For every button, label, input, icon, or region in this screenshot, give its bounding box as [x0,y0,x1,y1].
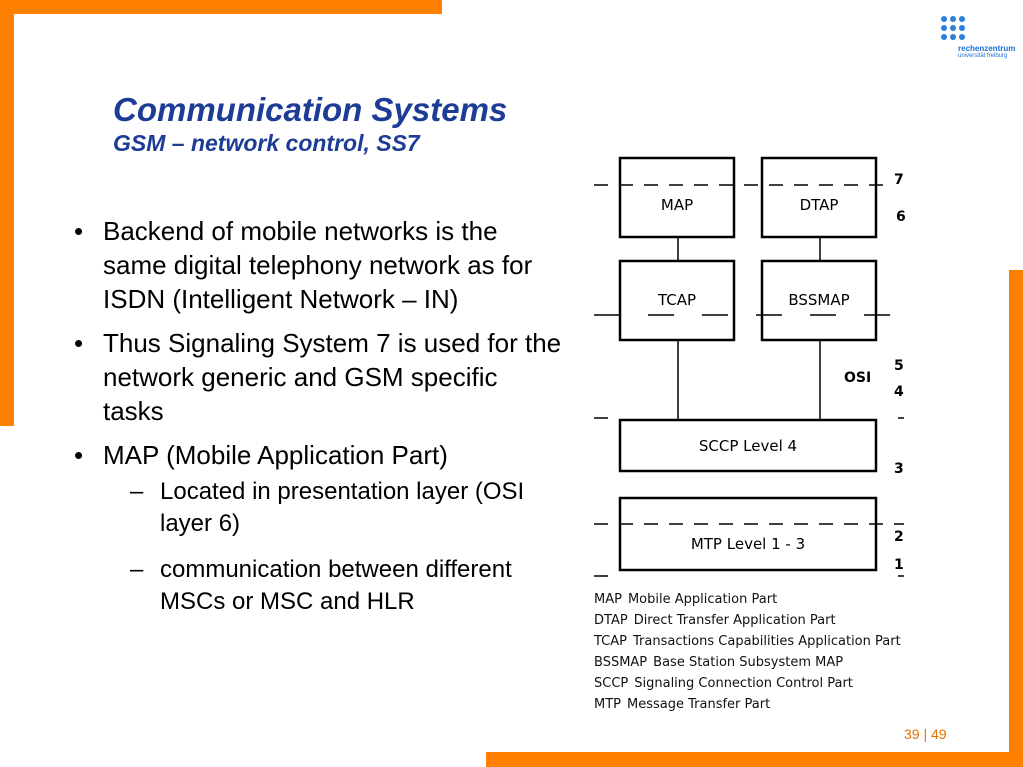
bullet-text: MAP (Mobile Application Part) [103,440,448,470]
slide-title: Communication Systems GSM – network cont… [113,90,507,156]
legend-item: DTAP Direct Transfer Application Part [594,610,901,631]
legend-abbr: DTAP [594,613,628,628]
left-accent-bar [0,0,14,426]
layer-number-5: 5 [894,358,904,374]
page-total: 49 [931,726,947,742]
sub-bullet-marker: – [130,556,144,583]
layer-number-4: 4 [894,384,904,400]
sccp-label: SCCP Level 4 [699,437,797,455]
bullet-item: • MAP (Mobile Application Part) [74,438,564,472]
bullet-list: • Backend of mobile networks is the same… [74,214,564,632]
title-main: Communication Systems [113,91,508,128]
bullet-marker: • [74,328,84,358]
legend-item: MAP Mobile Application Part [594,589,901,610]
title-subtitle: GSM – network control, SS7 [113,130,420,156]
sub-bullet-text: communication between different MSCs or … [160,556,512,615]
legend-item: SCCP Signaling Connection Control Part [594,673,901,694]
page-number: 39 | 49 [904,726,947,742]
sub-bullet-text: Located in presentation layer (OSI layer… [160,478,525,537]
layer-number-6: 6 [896,209,906,225]
legend-abbr: MTP [594,697,621,712]
map-label: MAP [661,196,693,214]
layer-number-7: 7 [894,172,904,188]
legend-desc: Signaling Connection Control Part [634,676,853,691]
tcap-box [618,259,736,342]
bullet-marker: • [74,216,84,246]
university-logo-icon [941,16,965,40]
logo-line-2: universität freiburg [958,53,1008,59]
legend-desc: Mobile Application Part [627,592,778,607]
bottom-accent-bar [486,752,1023,767]
top-accent-bar [0,0,442,14]
legend-abbr: BSSMAP [594,655,648,670]
legend-desc: Message Transfer Part [627,697,771,712]
layer-number-2: 2 [894,529,904,545]
page-current: 39 [904,726,920,742]
bssmap-box [760,259,878,342]
abbreviation-legend: MAP Mobile Application Part DTAP Direct Tr… [594,589,901,715]
bullet-text: Thus Signaling System 7 is used for the … [103,328,562,426]
sccp-box [618,418,878,473]
mtp-box [618,496,878,572]
logo-text: rechenzentrum universität freiburg [958,44,1015,60]
logo-line-1: rechenzentrum [958,44,1016,53]
right-accent-bar [1009,270,1023,767]
legend-abbr: MAP [594,592,622,607]
bullet-text: Backend of mobile networks is the same d… [103,216,533,314]
sub-bullet-item: – communication between different MSCs o… [130,554,564,618]
tcap-label: TCAP [657,291,696,309]
dtap-box [760,156,878,239]
bullet-item: • Thus Signaling System 7 is used for th… [74,326,564,428]
layer-number-3: 3 [894,461,904,477]
legend-abbr: SCCP [594,676,629,691]
ss7-stack-diagram: MAP DTAP TCAP BSSMAP SCCP Level 4 MTP Le… [594,156,906,577]
sub-bullet-item: – Located in presentation layer (OSI lay… [130,476,564,540]
legend-desc: Transactions Capabilities Application Pa… [633,634,901,649]
legend-desc: Direct Transfer Application Part [633,613,836,628]
legend-item: MTP Message Transfer Part [594,694,901,715]
legend-item: TCAP Transactions Capabilities Applicatio… [594,631,901,652]
legend-abbr: TCAP [594,634,627,649]
bssmap-label: BSSMAP [788,291,849,309]
map-box [618,156,736,239]
legend-item: BSSMAP Base Station Subsystem MAP [594,652,901,673]
bullet-marker: • [74,440,84,470]
bullet-item: • Backend of mobile networks is the same… [74,214,564,316]
layer-number-1: 1 [894,557,904,573]
page-separator: | [923,726,928,742]
mtp-label: MTP Level 1 - 3 [691,535,805,553]
dtap-label: DTAP [800,196,839,214]
sub-bullet-marker: – [130,478,144,505]
osi-label: OSI [844,370,871,386]
legend-desc: Base Station Subsystem MAP [653,655,844,670]
